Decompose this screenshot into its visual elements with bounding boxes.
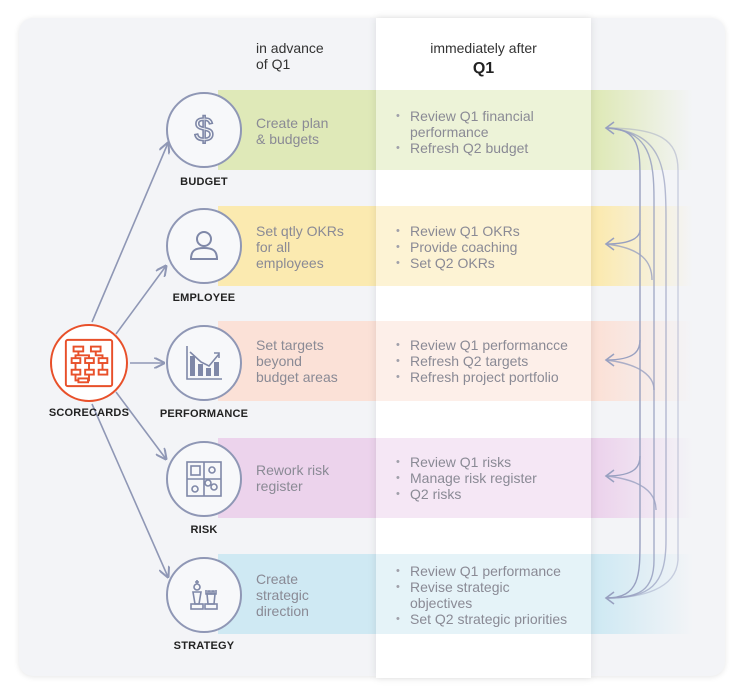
- after-item: Provide coaching: [396, 239, 596, 255]
- advance-line: Create: [256, 571, 299, 587]
- advance-line: & budgets: [256, 131, 320, 147]
- header-advance: in advance of Q1: [256, 40, 324, 72]
- after-item-line: Q2 risks: [410, 486, 462, 502]
- employee-label: EMPLOYEE: [172, 292, 236, 304]
- budget-node: $: [166, 92, 242, 168]
- after-item: Set Q2 strategic priorities: [396, 611, 596, 627]
- after-item: Revise strategic objectives: [396, 579, 596, 611]
- header-advance-line2: of Q1: [256, 56, 291, 72]
- advance-line: beyond: [256, 353, 302, 369]
- scorecards-node: [50, 324, 128, 402]
- after-item-line: Manage risk register: [410, 470, 537, 486]
- header-after-q1: Q1: [472, 60, 495, 77]
- after-item: Manage risk register: [396, 470, 596, 486]
- after-item-line: Review Q1 OKRs: [410, 223, 520, 239]
- after-item-line: Review Q1 financial: [410, 108, 534, 124]
- after-item-line: Revise strategic: [410, 579, 510, 595]
- after-item: Review Q1 risks: [396, 454, 596, 470]
- after-item-line: Provide coaching: [410, 239, 518, 255]
- after-item: Refresh Q2 targets: [396, 353, 596, 369]
- after-item: Review Q1 performancce: [396, 337, 596, 353]
- header-after-line2: Q1: [376, 60, 591, 77]
- after-item: Review Q1 financial performance: [396, 108, 596, 140]
- after-item-line: objectives: [410, 595, 473, 611]
- after-item-line: Review Q1 performance: [410, 563, 561, 579]
- advance-text-strategy: Create strategic direction: [256, 571, 366, 619]
- after-list-strategy: Review Q1 performance Revise strategic o…: [396, 563, 596, 627]
- after-list-employee: Review Q1 OKRs Provide coaching Set Q2 O…: [396, 223, 596, 271]
- advance-line: strategic: [256, 587, 309, 603]
- bar-chart-icon: [186, 346, 222, 380]
- advance-line: budget areas: [256, 369, 338, 385]
- after-item: Set Q2 OKRs: [396, 255, 596, 271]
- after-list-budget: Review Q1 financial performance Refresh …: [396, 108, 596, 156]
- advance-line: Create plan: [256, 115, 329, 131]
- after-item: Review Q1 OKRs: [396, 223, 596, 239]
- strategy-label: STRATEGY: [173, 640, 235, 652]
- advance-text-risk: Rework risk register: [256, 462, 366, 494]
- scorecards-label: SCORECARDS: [48, 407, 130, 419]
- chess-icon: [190, 580, 218, 610]
- advance-text-budget: Create plan & budgets: [256, 115, 366, 147]
- header-after-line1: immediately after: [430, 40, 537, 56]
- after-item-line: performance: [410, 124, 489, 140]
- employee-node: [166, 208, 242, 284]
- header-after: immediately after Q1: [376, 40, 591, 77]
- after-list-risk: Review Q1 risks Manage risk register Q2 …: [396, 454, 596, 502]
- performance-node: [166, 325, 242, 401]
- scorecard-icon: [64, 338, 114, 388]
- after-item-line: Review Q1 risks: [410, 454, 512, 470]
- after-item: Review Q1 performance: [396, 563, 596, 579]
- after-item-line: Refresh project portfolio: [410, 369, 559, 385]
- after-item-line: Refresh Q2 targets: [410, 353, 529, 369]
- header-advance-line1: in advance: [256, 40, 324, 56]
- advance-line: direction: [256, 603, 309, 619]
- advance-line: for all: [256, 239, 291, 255]
- advance-line: Rework risk: [256, 462, 330, 478]
- after-list-performance: Review Q1 performancce Refresh Q2 target…: [396, 337, 596, 385]
- after-item-line: Refresh Q2 budget: [410, 140, 529, 156]
- advance-text-performance: Set targets beyond budget areas: [256, 337, 366, 385]
- after-item: Refresh project portfolio: [396, 369, 596, 385]
- budget-label: BUDGET: [180, 176, 228, 188]
- dollar-icon: $: [194, 110, 215, 150]
- risk-node: [166, 441, 242, 517]
- advance-line: register: [256, 478, 303, 494]
- performance-label: PERFORMANCE: [159, 408, 249, 420]
- svg-text:$: $: [195, 111, 214, 149]
- after-item-line: Set Q2 strategic priorities: [410, 611, 568, 627]
- strategy-node: [166, 557, 242, 633]
- advance-line: employees: [256, 255, 324, 271]
- risk-matrix-icon: [186, 461, 222, 497]
- risk-label: RISK: [190, 524, 218, 536]
- after-item-line: Set Q2 OKRs: [410, 255, 495, 271]
- after-item: Q2 risks: [396, 486, 596, 502]
- advance-text-employee: Set qtly OKRs for all employees: [256, 223, 366, 271]
- person-icon: [189, 231, 219, 260]
- after-item-line: Review Q1 performancce: [410, 337, 568, 353]
- advance-line: Set qtly OKRs: [256, 223, 344, 239]
- after-item: Refresh Q2 budget: [396, 140, 596, 156]
- advance-line: Set targets: [256, 337, 324, 353]
